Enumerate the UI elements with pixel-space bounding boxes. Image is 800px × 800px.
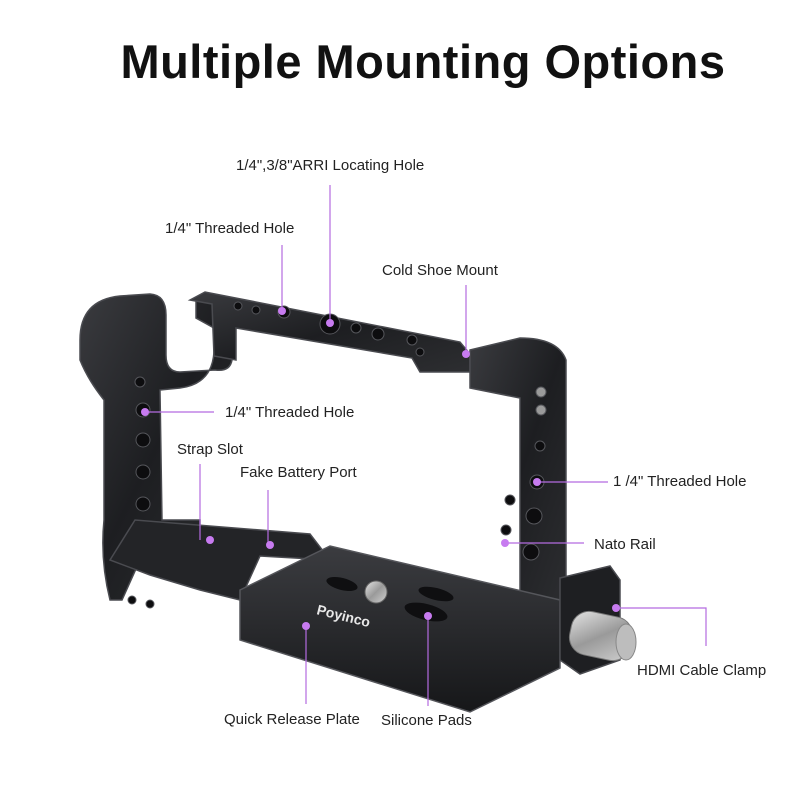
- cage-right-side: [469, 337, 567, 621]
- label-threaded-hole-left: 1/4" Threaded Hole: [225, 404, 355, 421]
- label-silicone-pads: Silicone Pads: [381, 712, 472, 729]
- callout-lines: [145, 185, 707, 706]
- label-hdmi-cable-clamp: HDMI Cable Clamp: [637, 662, 767, 679]
- quick-release-plate: [239, 545, 561, 713]
- callout-dots: [141, 307, 620, 630]
- label-threaded-hole-right: 1 /4" Threaded Hole: [613, 473, 747, 490]
- label-cold-shoe-mount: Cold Shoe Mount: [382, 262, 498, 279]
- hdmi-clamp-knob: [568, 610, 637, 662]
- label-fake-battery-port: Fake Battery Port: [240, 464, 357, 481]
- label-quick-release-plate: Quick Release Plate: [224, 711, 360, 728]
- cage-bottom-frame: [108, 519, 332, 601]
- label-nato-rail: Nato Rail: [594, 536, 656, 553]
- page-title: Multiple Mounting Options: [120, 35, 726, 88]
- label-strap-slot: Strap Slot: [177, 441, 243, 458]
- label-threaded-hole-top: 1/4" Threaded Hole: [165, 220, 295, 237]
- label-arri-locating-hole: 1/4",3/8"ARRI Locating Hole: [236, 157, 425, 174]
